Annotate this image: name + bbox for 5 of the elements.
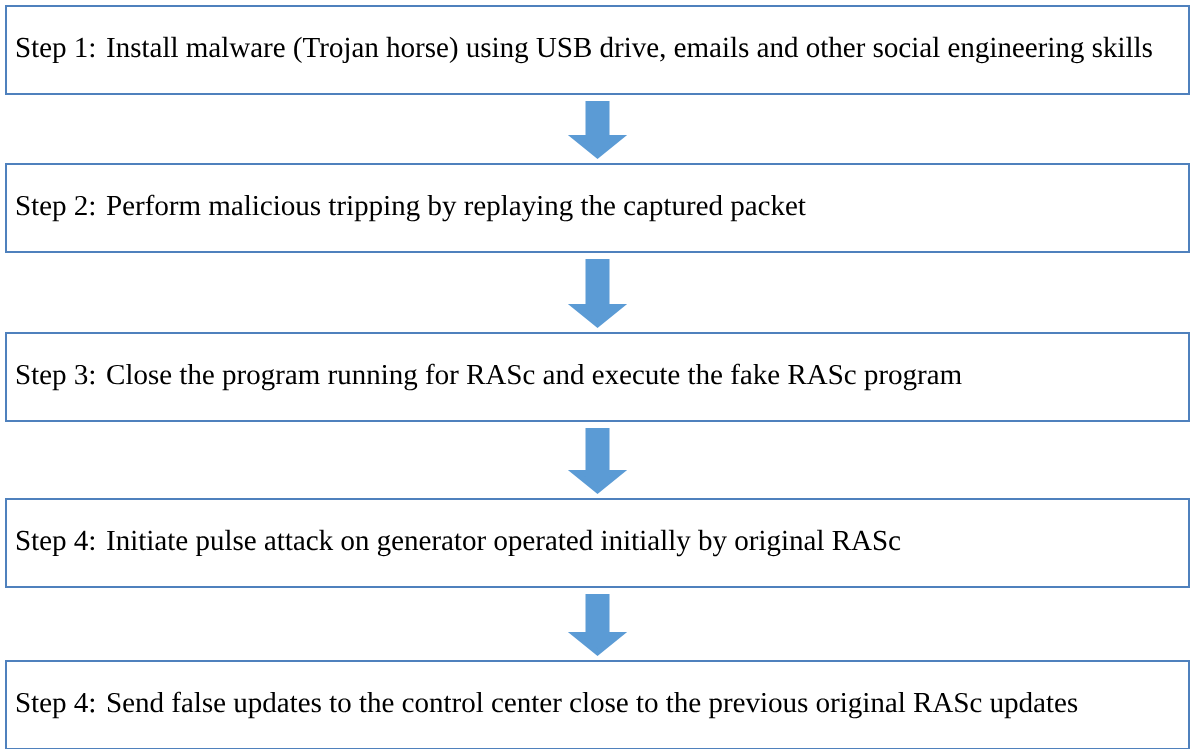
step-box: Step 2: Perform malicious tripping by replaying the captured packet	[5, 163, 1190, 253]
step-box: Step 4: Initiate pulse attack on generator operated initially by original RASc	[5, 498, 1190, 588]
step-box: Step 1: Install malware (Trojan horse) using USB drive, emails and other social engineering skills	[5, 5, 1190, 95]
step-box: Step 4: Send false updates to the control center close to the previous original RASc updates	[5, 660, 1190, 749]
step-box: Step 3: Close the program running for RASc and execute the fake RASc program	[5, 332, 1190, 422]
